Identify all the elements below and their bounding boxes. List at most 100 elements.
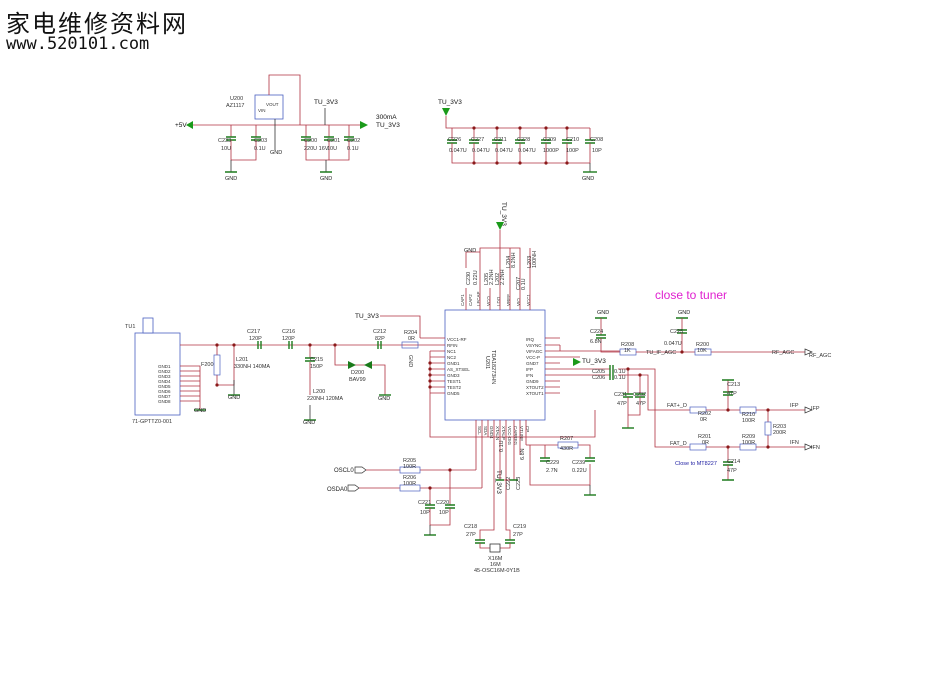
ic-u201 bbox=[444, 309, 546, 421]
tuner-gnd3: GND3 bbox=[158, 374, 171, 379]
l203-val: 100NH bbox=[532, 251, 538, 268]
l201-ref: L201 bbox=[236, 357, 248, 363]
r206-ref: R206 bbox=[403, 475, 416, 481]
net-ifn-label: IFN bbox=[790, 440, 799, 446]
regulator-ref: U200 bbox=[230, 96, 243, 102]
r204-val: 0R bbox=[408, 336, 415, 342]
net-ifn: IFN bbox=[811, 445, 820, 451]
tuner-gnd8: GND8 bbox=[158, 399, 171, 404]
net-p5v: +5V bbox=[175, 122, 187, 129]
ic-right-pins: IRQ VSYNC VIFAGC VCC-P GND7 IFP IFN GND9… bbox=[526, 337, 620, 396]
c215-val: 150P bbox=[310, 364, 323, 370]
r202-val: 0R bbox=[700, 417, 707, 423]
ic-tpin-3: LFCAP bbox=[476, 291, 481, 306]
ic-left-pins: VCC1-RF RFIN NC1 NC2 GND1 AS_XTSEL GND3 … bbox=[407, 337, 596, 438]
net-ifp-label: IFP bbox=[790, 403, 799, 409]
c239-val: 0.22U bbox=[572, 468, 587, 474]
ic-tpin-2: CAP2 bbox=[468, 294, 473, 306]
tuner-gnd1: GND1 bbox=[158, 364, 171, 369]
c209-val: 1000P bbox=[543, 148, 559, 154]
c218-ref: C218 bbox=[464, 524, 477, 530]
c213-ref: C213 bbox=[727, 382, 740, 388]
f200-label: F200 bbox=[201, 362, 214, 368]
r206-val: 100R bbox=[403, 481, 416, 487]
ic-tpin-6: VREF bbox=[506, 294, 511, 306]
ic-lpin-4: NC2 bbox=[447, 355, 456, 360]
gnd-c: GND bbox=[582, 176, 594, 182]
ic-lpin-1: VCC1-RF bbox=[447, 337, 467, 342]
ic-rpin-9: XTOUT2 bbox=[526, 385, 544, 390]
ic-bpin-6: VCC-DIG bbox=[507, 426, 512, 445]
c226-val: 0.047U bbox=[449, 148, 467, 154]
l200-val: 220NH 120MA bbox=[307, 396, 343, 402]
l205-label: L205 bbox=[484, 273, 490, 285]
c229-ref: C229 bbox=[546, 460, 559, 466]
r210-val: 100R bbox=[742, 418, 755, 424]
net-fat-n: FAT_D bbox=[670, 441, 687, 447]
ic-lpin-9: TEST2 bbox=[447, 385, 462, 390]
c205-val: 0.1U bbox=[614, 369, 626, 375]
ic-rpin-10: XTOUT1 bbox=[526, 391, 544, 396]
c214-val: 47P bbox=[727, 468, 737, 474]
net-tu3v3-ic: TU_3V3 bbox=[355, 313, 379, 320]
c217-val: 120P bbox=[249, 336, 262, 342]
ic-bpin-2: SDA bbox=[483, 426, 488, 435]
c205-ref: C205 bbox=[592, 369, 605, 375]
crystal-freq: 16M bbox=[490, 562, 501, 568]
r202-ref: R202 bbox=[698, 411, 711, 417]
ic-part: TDA18273HN bbox=[490, 350, 496, 384]
net-osda: OSDA0 bbox=[327, 487, 348, 493]
net-ifp: IFP bbox=[811, 406, 820, 412]
c215-ref: C215 bbox=[310, 357, 323, 363]
tuner-gnd2: GND2 bbox=[158, 369, 171, 374]
ic-tpin-7: VIO bbox=[516, 298, 521, 306]
r200-ref: R200 bbox=[696, 342, 709, 348]
l205-val: 2.2NH bbox=[489, 269, 495, 285]
ic-rpin-1: IRQ bbox=[526, 337, 535, 342]
ic-rpin-8: GND9 bbox=[526, 379, 539, 384]
c210-val: 100P bbox=[566, 148, 579, 154]
c220-ref: C220 bbox=[436, 500, 449, 506]
c225-val: 0.047U bbox=[664, 341, 682, 347]
net-tu3v3-a: TU_3V3 bbox=[314, 99, 338, 106]
c220-val: 10P bbox=[439, 510, 449, 516]
net-rf-agc-label: RF_AGC bbox=[772, 350, 794, 356]
c213-val: 47P bbox=[727, 391, 737, 397]
c239-ref: C239 bbox=[572, 460, 585, 466]
gnd-ic-left: GND bbox=[407, 355, 413, 367]
r207-val: 430R bbox=[560, 446, 573, 452]
c201-val: 10U bbox=[327, 146, 337, 152]
r208-ref: R208 bbox=[621, 342, 634, 348]
ic-tpin-8: VCC1 bbox=[526, 293, 531, 306]
net-tu-if-agc: TU_IF_AGC bbox=[646, 350, 676, 356]
tuner-gnd6: GND6 bbox=[158, 389, 171, 394]
c202-ref: C202 bbox=[347, 138, 360, 144]
c200-val: 220U 16V bbox=[304, 146, 329, 152]
l202-label: L202 bbox=[495, 273, 501, 285]
c224-ref: C224 bbox=[590, 329, 603, 335]
close-to-tuner-note: close to tuner bbox=[655, 288, 727, 302]
c231-ref: C231 bbox=[614, 392, 627, 398]
r200-val: 10K bbox=[697, 348, 707, 354]
c225-ref: C225 bbox=[670, 329, 683, 335]
net-tu3v3-b: TU_3V3 bbox=[438, 99, 462, 106]
gnd-c225: GND bbox=[678, 310, 690, 316]
c223-ref: C223 bbox=[516, 477, 522, 490]
gnd-ic-top: GND bbox=[464, 248, 476, 254]
c211-val: 0.047U bbox=[495, 148, 513, 154]
c221-val: 10P bbox=[420, 510, 430, 516]
c211-ref: C211 bbox=[494, 137, 507, 143]
c219-val: 27P bbox=[513, 532, 523, 538]
watermark-url: www.520101.com bbox=[6, 34, 150, 54]
ic-bpin-3: GND4 bbox=[489, 426, 494, 439]
ic-section: TU_3V3 U201 TDA18273HN VCC1-RF RFIN NC1 … bbox=[355, 202, 620, 520]
reg-pin-vin: VIN bbox=[258, 108, 266, 113]
ic-rpin-4: VCC-P bbox=[526, 355, 540, 360]
reg-pin-vout: VOUT bbox=[266, 102, 279, 107]
c233-val: 10U bbox=[221, 146, 231, 152]
c228-val: 0.047U bbox=[518, 148, 536, 154]
tuner-section: TU1 71-GPTTZ0-001 GND1 GND2 GND3 GND4 GN… bbox=[125, 317, 420, 426]
c228-ref: C228 bbox=[517, 137, 530, 143]
net-tu3v3-xtal: TU_3V3 bbox=[495, 470, 502, 494]
